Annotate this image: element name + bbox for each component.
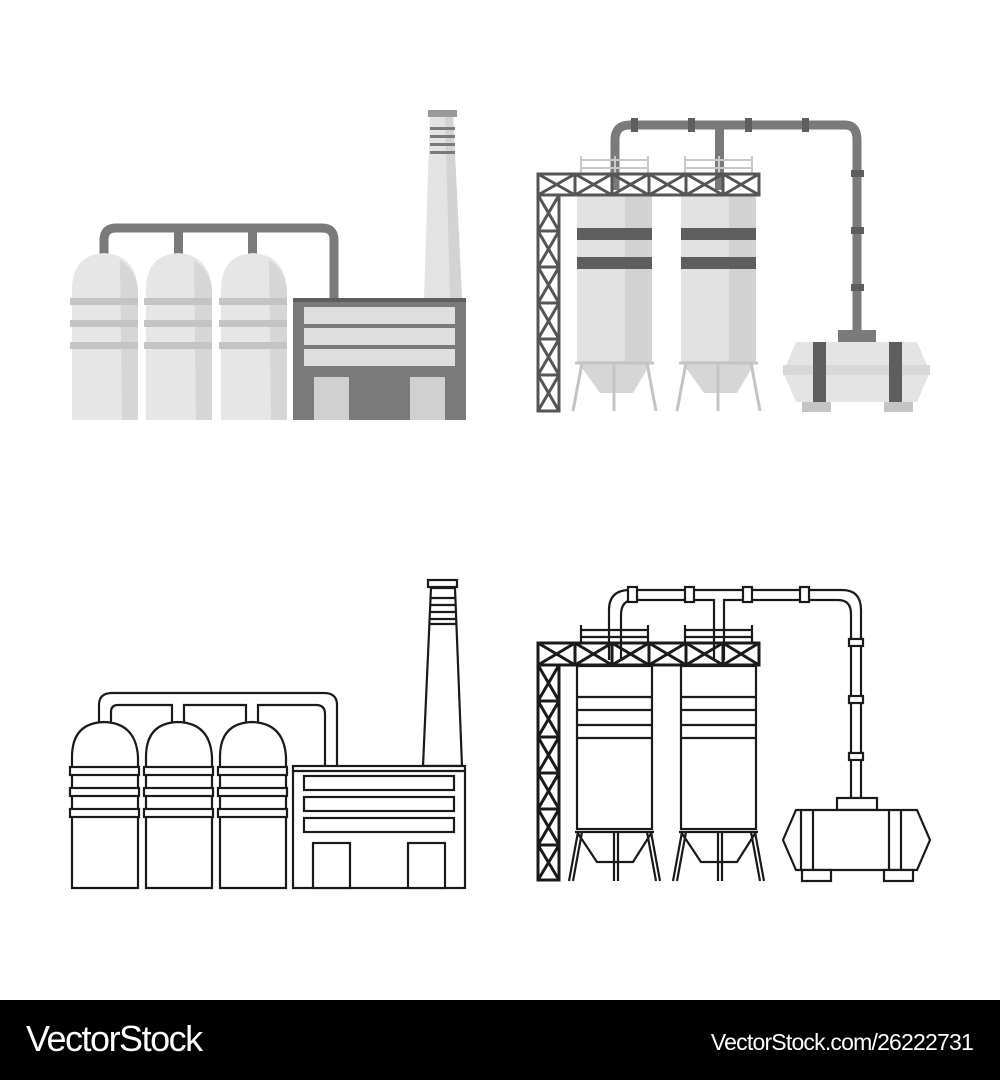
illustration-canvas xyxy=(60,100,940,900)
factory-flat-icon xyxy=(70,110,466,420)
silo-plant-outline-icon xyxy=(536,585,932,883)
source-url-text: VectorStock.com/26222731 xyxy=(710,1029,974,1055)
silo-plant-flat-icon xyxy=(536,118,930,413)
silo-plant-outline-illustration xyxy=(520,570,940,900)
factory-flat-illustration xyxy=(60,100,480,430)
brand-logo-text: VectorStock xyxy=(26,1018,203,1059)
factory-outline-icon xyxy=(68,578,467,890)
silo-plant-flat-illustration xyxy=(520,100,940,430)
watermark-footer: VectorStock VectorStock.com/26222731 xyxy=(0,1000,1000,1080)
factory-outline-illustration xyxy=(60,570,480,900)
